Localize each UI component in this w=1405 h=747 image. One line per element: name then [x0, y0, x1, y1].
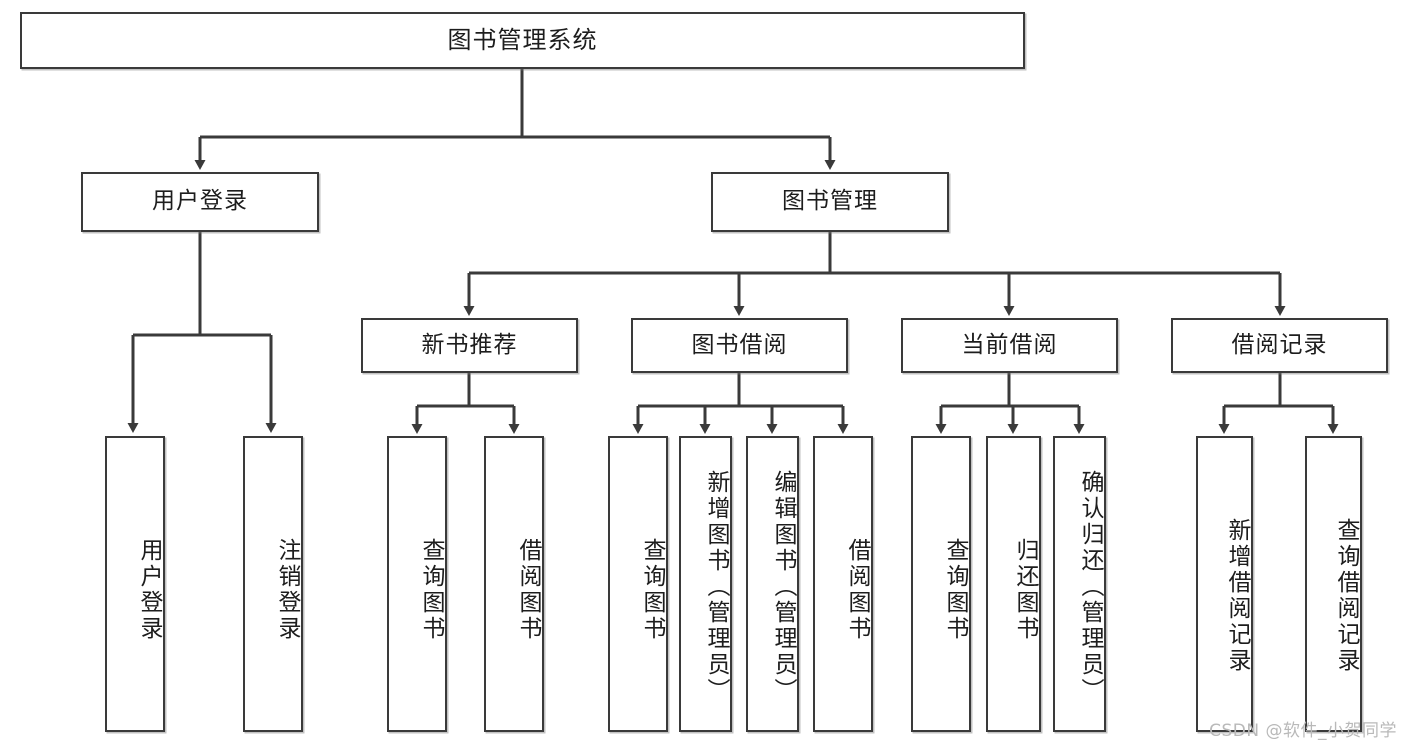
node-current-borrow[interactable]: 当前借阅	[901, 318, 1118, 373]
node-leaf-confirm-return[interactable]: 确认归还（管理员）	[1053, 436, 1106, 732]
node-leaf-borrow-book-brw-label: 借阅图书	[844, 538, 870, 642]
node-user-login[interactable]: 用户登录	[81, 172, 319, 232]
node-leaf-user-login[interactable]: 用户登录	[105, 436, 165, 732]
node-user-login-label: 用户登录	[152, 188, 248, 215]
node-book-manage[interactable]: 图书管理	[711, 172, 949, 232]
node-leaf-user-logout[interactable]: 注销登录	[243, 436, 303, 732]
node-leaf-confirm-return-label: 确认归还（管理员）	[1077, 470, 1103, 704]
node-leaf-return-book[interactable]: 归还图书	[986, 436, 1041, 732]
node-leaf-add-book[interactable]: 新增图书（管理员）	[679, 436, 732, 732]
node-leaf-query-book-cur[interactable]: 查询图书	[911, 436, 971, 732]
node-root-label: 图书管理系统	[447, 26, 598, 55]
node-leaf-query-book-rec[interactable]: 查询图书	[387, 436, 447, 732]
node-leaf-query-book-cur-label: 查询图书	[942, 538, 968, 642]
node-leaf-user-logout-label: 注销登录	[274, 538, 300, 642]
node-leaf-query-book-brw[interactable]: 查询图书	[608, 436, 668, 732]
node-leaf-edit-book-label: 编辑图书（管理员）	[770, 470, 796, 704]
node-borrow-record[interactable]: 借阅记录	[1171, 318, 1388, 373]
node-leaf-query-book-brw-label: 查询图书	[639, 538, 665, 642]
node-leaf-return-book-label: 归还图书	[1012, 538, 1038, 642]
node-leaf-add-book-label: 新增图书（管理员）	[703, 470, 729, 704]
node-leaf-add-borrow-record-label: 新增借阅记录	[1224, 518, 1250, 674]
node-leaf-query-borrow-record[interactable]: 查询借阅记录	[1305, 436, 1362, 732]
node-book-manage-label: 图书管理	[782, 188, 878, 215]
node-leaf-borrow-book-rec[interactable]: 借阅图书	[484, 436, 544, 732]
node-leaf-edit-book[interactable]: 编辑图书（管理员）	[746, 436, 799, 732]
node-leaf-query-borrow-record-label: 查询借阅记录	[1333, 518, 1359, 674]
node-new-book-recommend[interactable]: 新书推荐	[361, 318, 578, 373]
node-book-borrow[interactable]: 图书借阅	[631, 318, 848, 373]
watermark-text: CSDN @软件_小贺同学	[1209, 721, 1397, 741]
node-leaf-borrow-book-brw[interactable]: 借阅图书	[813, 436, 873, 732]
node-current-borrow-label: 当前借阅	[961, 331, 1058, 358]
node-leaf-user-login-label: 用户登录	[136, 538, 162, 642]
node-leaf-query-book-rec-label: 查询图书	[418, 538, 444, 642]
node-book-borrow-label: 图书借阅	[691, 331, 788, 358]
node-new-book-recommend-label: 新书推荐	[421, 331, 518, 358]
node-leaf-borrow-book-rec-label: 借阅图书	[515, 538, 541, 642]
node-borrow-record-label: 借阅记录	[1231, 331, 1328, 358]
node-root[interactable]: 图书管理系统	[20, 12, 1025, 69]
node-leaf-add-borrow-record[interactable]: 新增借阅记录	[1196, 436, 1253, 732]
